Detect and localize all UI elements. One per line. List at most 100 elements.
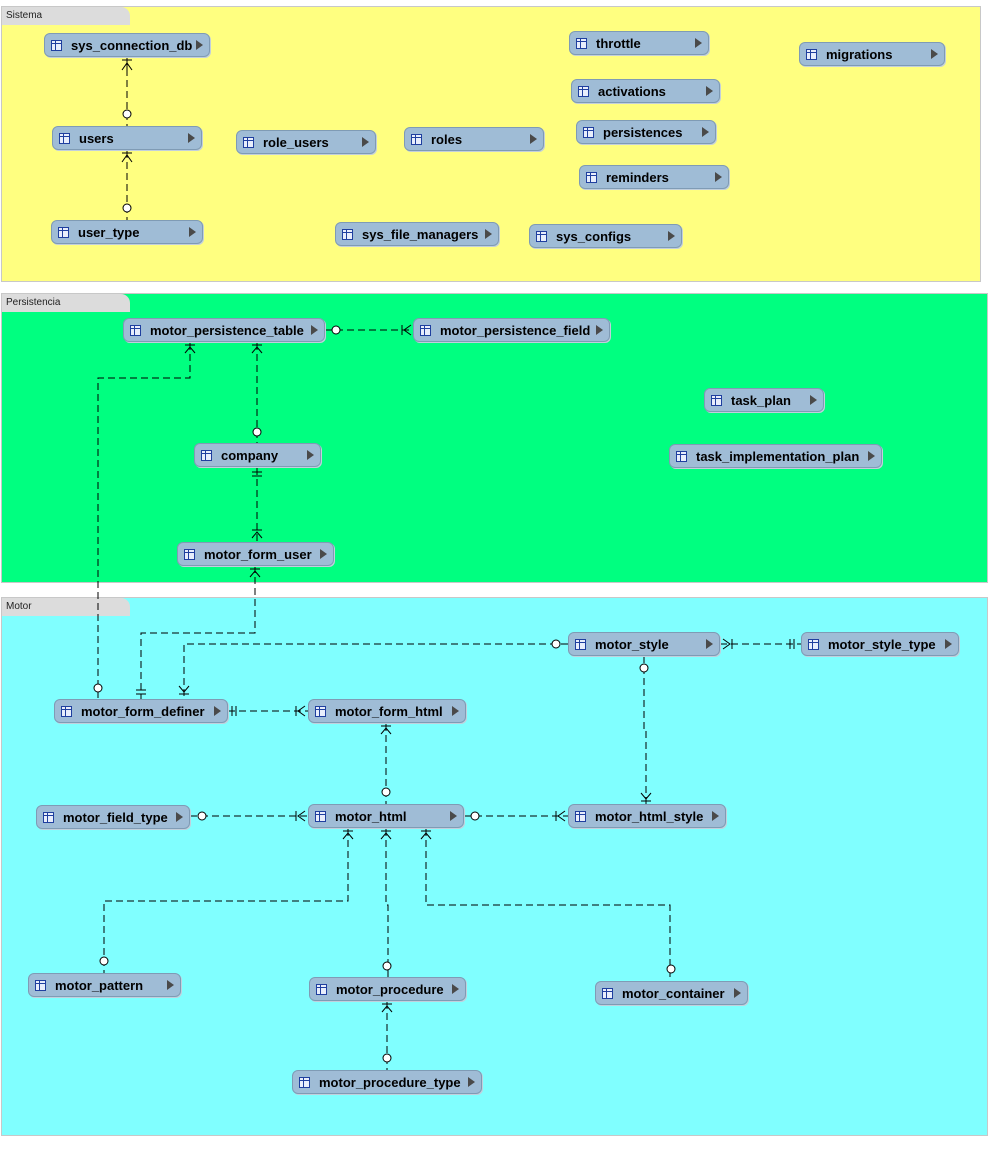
table-company[interactable]: company [194, 443, 321, 467]
table-reminders[interactable]: reminders [579, 165, 729, 189]
expand-arrow-icon[interactable] [307, 450, 314, 460]
table-roles[interactable]: roles [404, 127, 544, 151]
expand-arrow-icon[interactable] [214, 706, 221, 716]
table-name: task_plan [731, 392, 791, 408]
expand-arrow-icon[interactable] [810, 395, 817, 405]
table-motor-form-definer[interactable]: motor_form_definer [54, 699, 228, 723]
table-task-implementation-plan[interactable]: task_implementation_plan [669, 444, 882, 468]
table-sys-configs[interactable]: sys_configs [529, 224, 682, 248]
table-motor-form-user[interactable]: motor_form_user [177, 542, 334, 566]
relation-field-type-html[interactable] [190, 810, 308, 822]
table-user-type[interactable]: user_type [51, 220, 203, 244]
relation-procedure-procedure-type[interactable] [381, 1002, 393, 1071]
expand-arrow-icon[interactable] [450, 811, 457, 821]
table-name: migrations [826, 46, 893, 62]
table-icon [315, 705, 326, 717]
relation-form-html-html[interactable] [380, 724, 392, 805]
table-icon [342, 228, 353, 240]
table-icon [411, 133, 422, 145]
table-icon [43, 811, 54, 823]
expand-arrow-icon[interactable] [868, 451, 875, 461]
expand-arrow-icon[interactable] [320, 549, 327, 559]
expand-arrow-icon[interactable] [734, 988, 741, 998]
expand-arrow-icon[interactable] [452, 984, 459, 994]
table-motor-pattern[interactable]: motor_pattern [28, 973, 181, 997]
relation-style-style-type[interactable] [720, 638, 801, 650]
relation-company-form-user[interactable] [251, 468, 263, 542]
expand-arrow-icon[interactable] [715, 172, 722, 182]
table-icon [676, 450, 687, 462]
expand-arrow-icon[interactable] [188, 133, 195, 143]
relation-style-html-style[interactable] [639, 656, 652, 805]
relation-persistence-table-field[interactable] [325, 324, 413, 336]
relation-html-html-style[interactable] [464, 810, 568, 822]
table-name: motor_form_html [335, 703, 443, 719]
expand-arrow-icon[interactable] [167, 980, 174, 990]
table-motor-persistence-field[interactable]: motor_persistence_field [413, 318, 610, 342]
table-motor-field-type[interactable]: motor_field_type [36, 805, 190, 829]
relation-style-form-definer[interactable] [178, 639, 568, 699]
table-name: role_users [263, 134, 329, 150]
table-icon [59, 132, 70, 144]
table-icon [130, 324, 141, 336]
relation-form-definer-form-html[interactable] [228, 705, 308, 717]
table-throttle[interactable]: throttle [569, 31, 709, 55]
table-motor-style-type[interactable]: motor_style_type [801, 632, 959, 656]
table-motor-procedure[interactable]: motor_procedure [309, 977, 466, 1001]
layer-motor[interactable]: Motor [1, 597, 988, 1136]
relation-persistence-table-company[interactable] [251, 343, 263, 444]
relation-html-container[interactable] [420, 829, 676, 982]
relation-form-user-form-definer[interactable] [136, 566, 261, 699]
relation-sys-connection-db-users[interactable] [121, 58, 133, 127]
table-task-plan[interactable]: task_plan [704, 388, 824, 412]
relation-html-procedure[interactable] [380, 829, 392, 978]
table-sys-connection-db[interactable]: sys_connection_db [44, 33, 210, 57]
layer-motor-label: Motor [2, 598, 130, 616]
table-sys-file-managers[interactable]: sys_file_managers [335, 222, 499, 246]
expand-arrow-icon[interactable] [196, 40, 204, 50]
table-icon [35, 979, 46, 991]
expand-arrow-icon[interactable] [176, 812, 183, 822]
table-name: motor_field_type [63, 809, 168, 825]
table-icon [315, 810, 326, 822]
expand-arrow-icon[interactable] [485, 229, 492, 239]
expand-arrow-icon[interactable] [695, 38, 702, 48]
expand-arrow-icon[interactable] [668, 231, 675, 241]
table-migrations[interactable]: migrations [799, 42, 945, 66]
expand-arrow-icon[interactable] [362, 137, 369, 147]
table-motor-html[interactable]: motor_html [308, 804, 464, 828]
table-motor-persistence-table[interactable]: motor_persistence_table [123, 318, 325, 342]
expand-arrow-icon[interactable] [189, 227, 196, 237]
table-name: roles [431, 131, 463, 147]
table-motor-style[interactable]: motor_style [568, 632, 720, 656]
relation-html-pattern[interactable] [99, 829, 354, 974]
expand-arrow-icon[interactable] [931, 49, 938, 59]
expand-arrow-icon[interactable] [702, 127, 709, 137]
expand-arrow-icon[interactable] [706, 639, 713, 649]
expand-arrow-icon[interactable] [311, 325, 318, 335]
expand-arrow-icon[interactable] [452, 706, 459, 716]
table-icon [808, 638, 819, 650]
table-motor-procedure-type[interactable]: motor_procedure_type [292, 1070, 482, 1094]
table-icon [578, 85, 589, 97]
table-name: sys_connection_db [71, 37, 193, 53]
table-motor-html-style[interactable]: motor_html_style [568, 804, 726, 828]
expand-arrow-icon[interactable] [712, 811, 719, 821]
table-name: users [79, 130, 114, 146]
table-motor-form-html[interactable]: motor_form_html [308, 699, 466, 723]
relation-persistence-table-form-definer[interactable] [93, 343, 196, 699]
expand-arrow-icon[interactable] [706, 86, 713, 96]
table-persistences[interactable]: persistences [576, 120, 716, 144]
table-users[interactable]: users [52, 126, 202, 150]
table-motor-container[interactable]: motor_container [595, 981, 748, 1005]
expand-arrow-icon[interactable] [468, 1077, 475, 1087]
expand-arrow-icon[interactable] [530, 134, 537, 144]
relation-users-user-type[interactable] [121, 151, 133, 221]
table-activations[interactable]: activations [571, 79, 720, 103]
table-icon [575, 638, 586, 650]
expand-arrow-icon[interactable] [945, 639, 952, 649]
table-name: motor_style_type [828, 636, 936, 652]
table-role-users[interactable]: role_users [236, 130, 376, 154]
expand-arrow-icon[interactable] [596, 325, 603, 335]
table-icon [806, 48, 817, 60]
